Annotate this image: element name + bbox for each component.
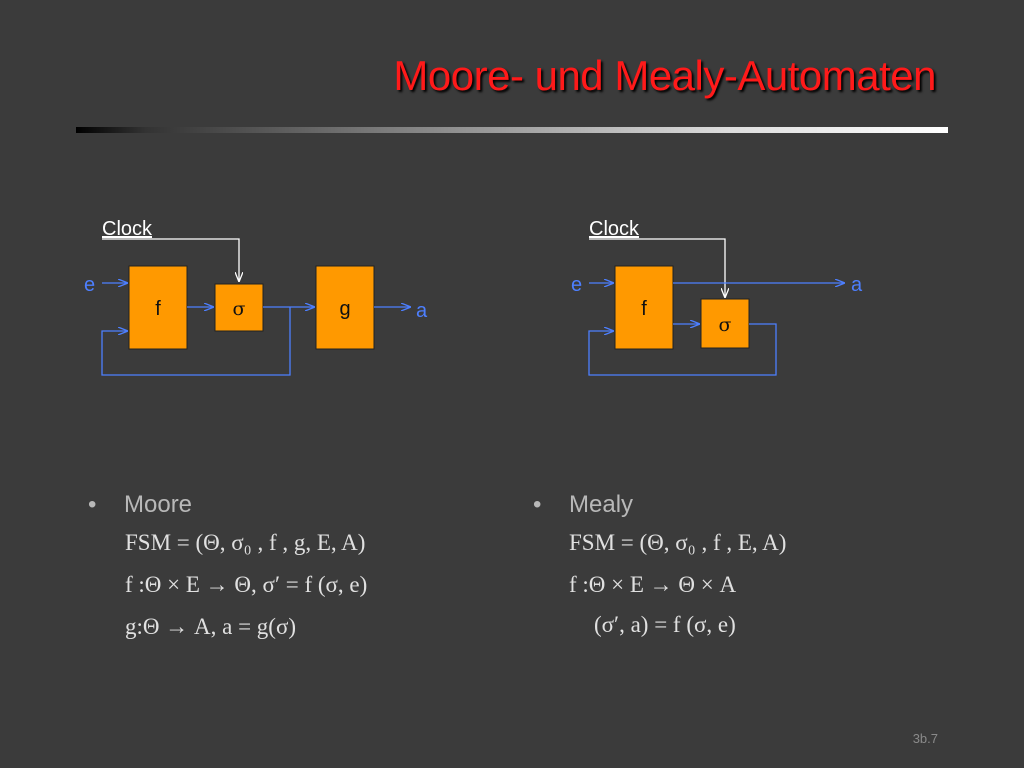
moore-diagram: Clock e f σ g a xyxy=(84,218,428,376)
moore-input-label: e xyxy=(84,274,95,296)
moore-clock-label: Clock xyxy=(102,218,153,240)
moore-block-g xyxy=(315,265,375,350)
mealy-fsm-formula: FSM = (Θ, σ₀ , f , E, A) xyxy=(569,530,787,555)
mealy-input-label: e xyxy=(571,274,582,296)
moore-block-state xyxy=(214,283,264,332)
mealy-output-label: a xyxy=(851,274,863,296)
moore-output-formula: g:Θ → A, a = g(σ) xyxy=(125,614,297,639)
mealy-clock-wire xyxy=(589,238,725,297)
mealy-block-f-label: f xyxy=(641,298,647,320)
title-divider xyxy=(76,127,948,133)
mealy-block-f xyxy=(614,265,674,350)
moore-block-f-label: f xyxy=(155,298,161,320)
slide-title: Moore- und Mealy-Automaten xyxy=(393,52,936,99)
moore-clock-wire xyxy=(102,238,239,281)
moore-output-label: a xyxy=(416,300,428,322)
moore-heading: Moore xyxy=(124,491,193,518)
mealy-feedback-wire xyxy=(588,323,777,376)
mealy-bullet-dot: • xyxy=(533,491,542,518)
moore-bullet-dot: • xyxy=(88,491,97,518)
moore-block-f xyxy=(128,265,188,350)
moore-transition-formula: f :Θ × E → Θ, σ′ = f (σ, e) xyxy=(125,572,368,597)
mealy-clock-label: Clock xyxy=(589,218,640,240)
mealy-block-state xyxy=(700,298,750,349)
mealy-diagram: Clock e f a σ xyxy=(571,218,863,376)
moore-feedback-wire xyxy=(101,307,291,376)
mealy-transition-formula: f :Θ × E → Θ × A xyxy=(569,572,737,597)
moore-block-state-label: σ xyxy=(233,298,246,320)
moore-block-g-label: g xyxy=(339,298,350,320)
mealy-output-formula: (σ′, a) = f (σ, e) xyxy=(594,612,736,637)
mealy-heading: Mealy xyxy=(569,491,634,518)
page-number: 3b.7 xyxy=(912,731,938,746)
mealy-block-state-label: σ xyxy=(719,314,732,336)
moore-fsm-formula: FSM = (Θ, σ₀ , f , g, E, A) xyxy=(125,530,366,555)
